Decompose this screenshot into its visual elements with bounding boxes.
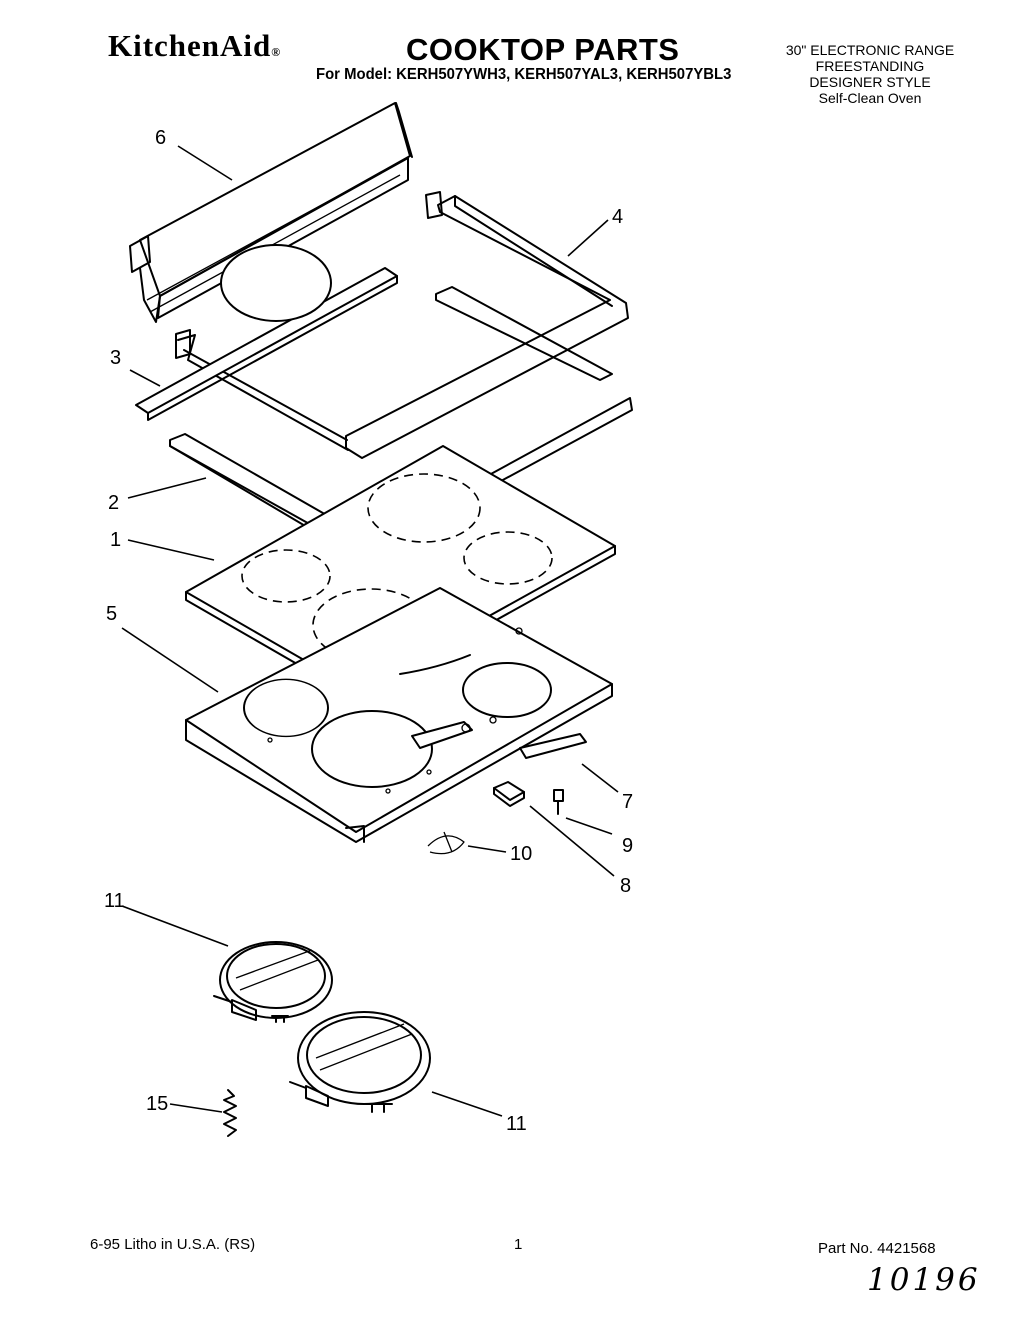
callout-10: 10 (510, 843, 532, 865)
product-description: 30" ELECTRONIC RANGE FREESTANDING DESIGN… (770, 42, 970, 106)
page-title: COOKTOP PARTS (406, 32, 680, 67)
callout-2: 2 (108, 492, 119, 514)
part-9-screw (553, 789, 564, 815)
callout-11-lower: 11 (506, 1113, 527, 1135)
callout-4: 4 (612, 206, 623, 228)
callout-6: 6 (155, 127, 166, 149)
callout-7: 7 (622, 791, 633, 813)
callout-1: 1 (110, 529, 121, 551)
brand-name: KitchenAid (108, 28, 272, 63)
callout-3: 3 (110, 347, 121, 369)
callout-8: 8 (620, 875, 631, 897)
leader-lines (121, 145, 619, 1117)
page-number: 1 (514, 1236, 523, 1253)
product-line-3: DESIGNER STYLE (809, 74, 931, 90)
litho-note: 6-95 Litho in U.S.A. (RS) (90, 1236, 256, 1253)
part-8-bracket (493, 781, 525, 807)
kitchenaid-logo: KitchenAid® (108, 28, 281, 64)
part-4-trim-frame (175, 191, 629, 459)
part-10-clip (427, 831, 465, 855)
product-line-2: FREESTANDING (815, 58, 925, 74)
callout-9: 9 (622, 835, 633, 857)
part-11-element-lower (289, 1011, 431, 1113)
model-list: For Model: KERH507YWH3, KERH507YAL3, KER… (316, 66, 732, 83)
part-11-element-upper (213, 244, 333, 1023)
product-line-1: 30" ELECTRONIC RANGE (785, 42, 955, 58)
part-6-rear-trim (129, 102, 413, 323)
callout-11-upper: 11 (104, 890, 125, 912)
handwritten-note: 10196 (867, 1262, 981, 1298)
callout-numbers: 6 4 3 2 1 5 7 9 10 8 11 11 15 (104, 127, 633, 1135)
part-number: Part No. 4421568 (818, 1240, 936, 1257)
product-line-4: Self-Clean Oven (818, 90, 922, 106)
callout-5: 5 (106, 603, 117, 625)
callout-15: 15 (146, 1093, 168, 1115)
registered-mark: ® (271, 45, 282, 59)
part-5-cooktop-pan (185, 587, 613, 843)
part-15-spring (223, 1089, 237, 1137)
